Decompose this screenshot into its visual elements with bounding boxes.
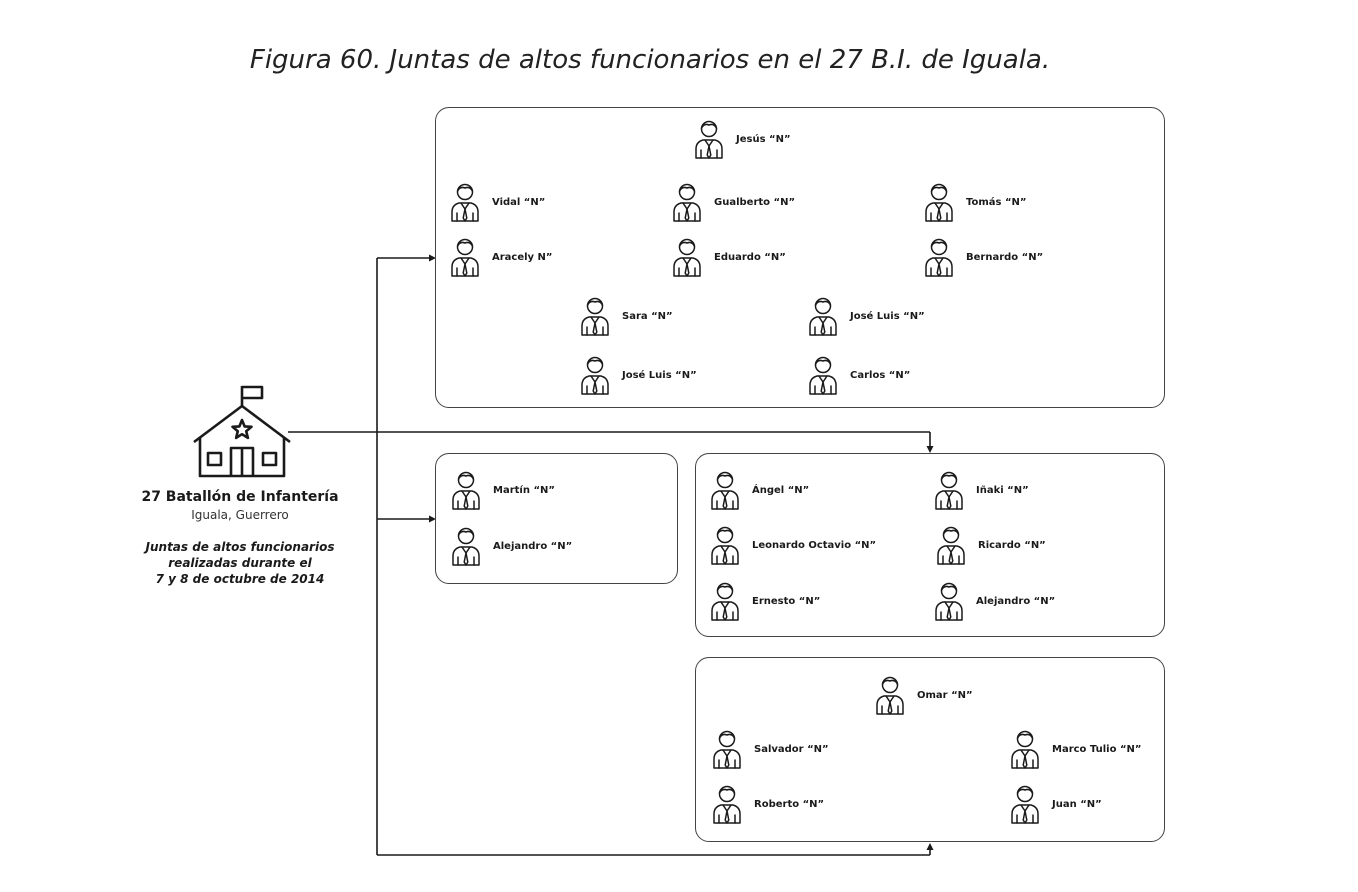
person: Salvador “N” <box>712 729 829 769</box>
person-icon <box>875 675 905 715</box>
arrowhead-group-a <box>429 254 436 262</box>
person-icon <box>712 729 742 769</box>
person-icon <box>936 525 966 565</box>
person-icon <box>580 296 610 336</box>
person-icon <box>934 581 964 621</box>
person: Jesús “N” <box>694 119 791 159</box>
person-icon <box>1010 784 1040 824</box>
person-icon <box>934 470 964 510</box>
person-name: Alejandro “N” <box>493 540 573 552</box>
person: Roberto “N” <box>712 784 824 824</box>
person-icon <box>672 182 702 222</box>
person-icon <box>694 119 724 159</box>
person-name: Bernardo “N” <box>966 251 1044 263</box>
institution-location: Iguala, Guerrero <box>191 508 289 522</box>
person-name: Iñaki “N” <box>976 484 1029 496</box>
person-name: Tomás “N” <box>966 196 1027 208</box>
person-icon <box>450 182 480 222</box>
person-name: José Luis “N” <box>622 369 697 381</box>
person-name: Carlos “N” <box>850 369 911 381</box>
person: Juan “N” <box>1010 784 1102 824</box>
person-icon <box>808 355 838 395</box>
arrowhead-group-b <box>429 515 436 523</box>
institution-name: 27 Batallón de Infantería <box>141 489 339 505</box>
person-name: Juan “N” <box>1052 798 1102 810</box>
person-name: Vidal “N” <box>492 196 546 208</box>
group-d-box <box>695 657 1165 842</box>
person-name: Roberto “N” <box>754 798 825 810</box>
person: Ángel “N” <box>710 470 809 510</box>
person: Aracely N” <box>450 237 553 277</box>
person: Carlos “N” <box>808 355 910 395</box>
person-icon <box>712 784 742 824</box>
person: Tomás “N” <box>924 182 1026 222</box>
figure-title: Figura 60. Juntas de altos funcionarios … <box>249 45 1051 76</box>
person: Marco Tulio “N” <box>1010 729 1141 769</box>
person-name: Ricardo “N” <box>978 539 1046 551</box>
person-icon <box>1010 729 1040 769</box>
person-icon <box>710 470 740 510</box>
person: Gualberto “N” <box>672 182 795 222</box>
person: Alejandro “N” <box>451 526 572 566</box>
person-name: José Luis “N” <box>850 310 925 322</box>
group-c-box <box>695 453 1165 637</box>
person: José Luis “N” <box>580 355 697 395</box>
person: Bernardo “N” <box>924 237 1043 277</box>
person-icon <box>710 581 740 621</box>
person-name: Gualberto “N” <box>714 196 796 208</box>
description-line: 7 y 8 de octubre de 2014 <box>155 572 325 586</box>
person: Leonardo Octavio “N” <box>710 525 876 565</box>
group-a-box <box>435 107 1165 408</box>
person: Ricardo “N” <box>936 525 1046 565</box>
person-name: Leonardo Octavio “N” <box>752 539 877 551</box>
person-name: Eduardo “N” <box>714 251 786 263</box>
person-icon <box>808 296 838 336</box>
person: Martín “N” <box>451 470 555 510</box>
meeting-description: Juntas de altos funcionarios realizadas … <box>120 539 360 587</box>
person-name: Martín “N” <box>493 484 555 496</box>
person-icon <box>451 470 481 510</box>
person: Sara “N” <box>580 296 673 336</box>
person-icon <box>450 237 480 277</box>
person: José Luis “N” <box>808 296 925 336</box>
group-b-box <box>435 453 678 584</box>
person: Omar “N” <box>875 675 973 715</box>
person: Iñaki “N” <box>934 470 1029 510</box>
person-icon <box>580 355 610 395</box>
person-name: Salvador “N” <box>754 743 829 755</box>
person-name: Omar “N” <box>917 689 973 701</box>
person-icon <box>710 525 740 565</box>
person-name: Ernesto “N” <box>752 595 821 607</box>
person-icon <box>672 237 702 277</box>
person-name: Ángel “N” <box>752 484 810 496</box>
description-line: realizadas durante el <box>168 556 312 570</box>
person-name: Jesús “N” <box>736 133 791 145</box>
school-building-icon <box>193 385 291 478</box>
person-icon <box>924 182 954 222</box>
arrowhead-group-d <box>926 843 934 850</box>
person-name: Aracely N” <box>492 251 553 263</box>
person: Eduardo “N” <box>672 237 786 277</box>
person-icon <box>451 526 481 566</box>
description-line: Juntas de altos funcionarios <box>145 540 335 554</box>
person-name: Sara “N” <box>622 310 673 322</box>
person-name: Alejandro “N” <box>976 595 1056 607</box>
arrowhead-group-c <box>926 446 934 453</box>
person: Vidal “N” <box>450 182 545 222</box>
person: Ernesto “N” <box>710 581 820 621</box>
person: Alejandro “N” <box>934 581 1055 621</box>
person-name: Marco Tulio “N” <box>1052 743 1142 755</box>
person-icon <box>924 237 954 277</box>
